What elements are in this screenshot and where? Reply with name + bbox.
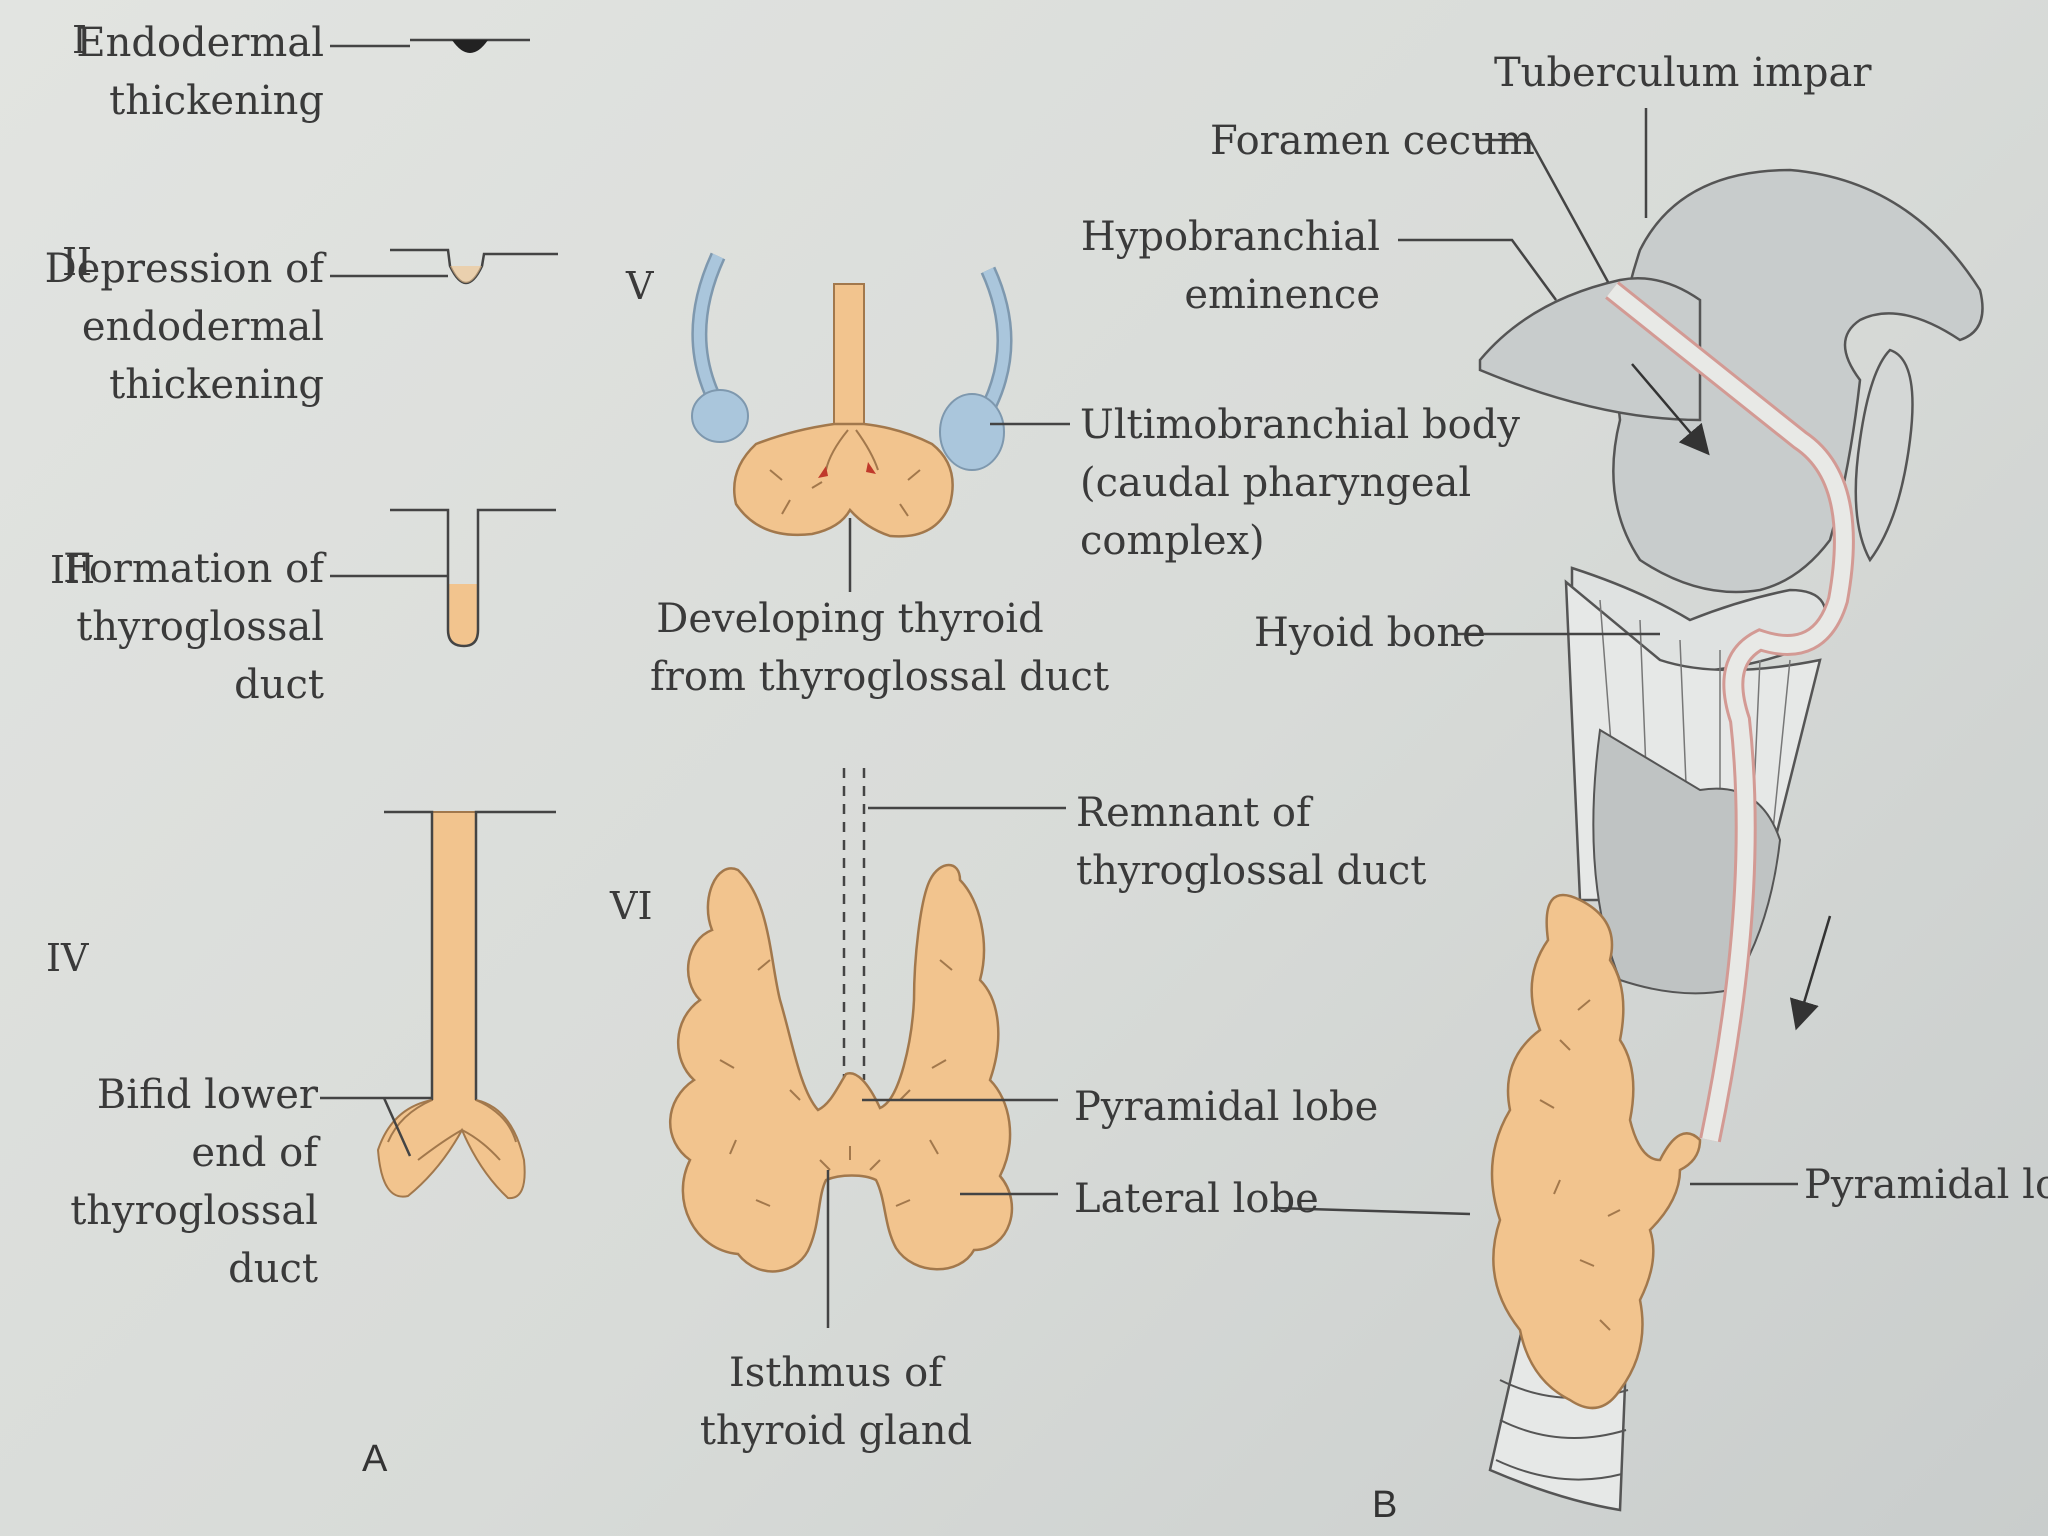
isthmus-label-line: Isthmus of [636, 1344, 1036, 1402]
stage-iii-label-line: duct [63, 656, 324, 714]
stage-ii-label: Depression of endodermal thickening [45, 240, 324, 414]
stage-i-label: Endodermal thickening [76, 14, 324, 130]
developing-thyroid-label-line: from thyroglossal duct [650, 648, 1050, 706]
hypobranchial-eminence-label: Hypobranchial eminence [1081, 208, 1380, 324]
isthmus-label-line: thyroid gland [636, 1402, 1036, 1460]
ultimobranchial-label-line: (caudal pharyngeal [1080, 454, 1520, 512]
stage-v-drawing [692, 256, 1070, 592]
remnant-label-line: Remnant of [1076, 784, 1426, 842]
stage-i-drawing [330, 40, 530, 53]
stage-iii-label-line: Formation of [63, 540, 324, 598]
stage-vi-drawing [670, 768, 1066, 1328]
panel-b-label: B [1372, 1484, 1397, 1527]
ultimobranchial-body-label: Ultimobranchial body (caudal pharyngeal … [1080, 396, 1520, 570]
stage-vi-numeral: VI [610, 884, 652, 928]
stage-ii-drawing [330, 250, 558, 283]
stage-iv-label-line: Bifid lower [70, 1066, 318, 1124]
ultimobranchial-label-line: complex) [1080, 512, 1520, 570]
pyramidal-lobe-label-a: Pyramidal lobe [1074, 1078, 1378, 1136]
panel-a-label: A [362, 1438, 387, 1481]
stage-i-label-line: Endodermal [76, 14, 324, 72]
stage-iv-label-line: thyroglossal [70, 1182, 318, 1240]
stage-iii-label-line: thyroglossal [63, 598, 324, 656]
stage-iii-label: Formation of thyroglossal duct [63, 540, 324, 714]
stage-ii-label-line: Depression of [45, 240, 324, 298]
hypobranchial-label-line: Hypobranchial [1081, 208, 1380, 266]
stage-iii-drawing [330, 510, 556, 646]
pyramidal-lobe-label-b: Pyramidal lobe [1804, 1156, 2048, 1214]
developing-thyroid-label: Developing thyroid from thyroglossal duc… [650, 590, 1050, 706]
stage-iv-label-line: duct [70, 1240, 318, 1298]
remnant-thyroglossal-duct-label: Remnant of thyroglossal duct [1076, 784, 1426, 900]
stage-iv-label: Bifid lower end of thyroglossal duct [70, 1066, 318, 1298]
hyoid-bone-label: Hyoid bone [1254, 604, 1486, 662]
ultimobranchial-label-line: Ultimobranchial body [1080, 396, 1520, 454]
stage-iv-label-line: end of [70, 1124, 318, 1182]
tuberculum-impar-label: Tuberculum impar [1494, 44, 1872, 102]
stage-ii-label-line: thickening [45, 356, 324, 414]
stage-ii-label-line: endodermal [45, 298, 324, 356]
lateral-lobe-label: Lateral lobe [1074, 1170, 1319, 1228]
developing-thyroid-label-line: Developing thyroid [650, 590, 1050, 648]
isthmus-label: Isthmus of thyroid gland [636, 1344, 1036, 1460]
hypobranchial-label-line: eminence [1081, 266, 1380, 324]
stage-iv-drawing [320, 812, 556, 1198]
stage-i-label-line: thickening [76, 72, 324, 130]
stage-iv-numeral: IV [46, 936, 88, 980]
foramen-cecum-label: Foramen cecum [1210, 112, 1535, 170]
remnant-label-line: thyroglossal duct [1076, 842, 1426, 900]
stage-v-numeral: V [626, 264, 653, 308]
